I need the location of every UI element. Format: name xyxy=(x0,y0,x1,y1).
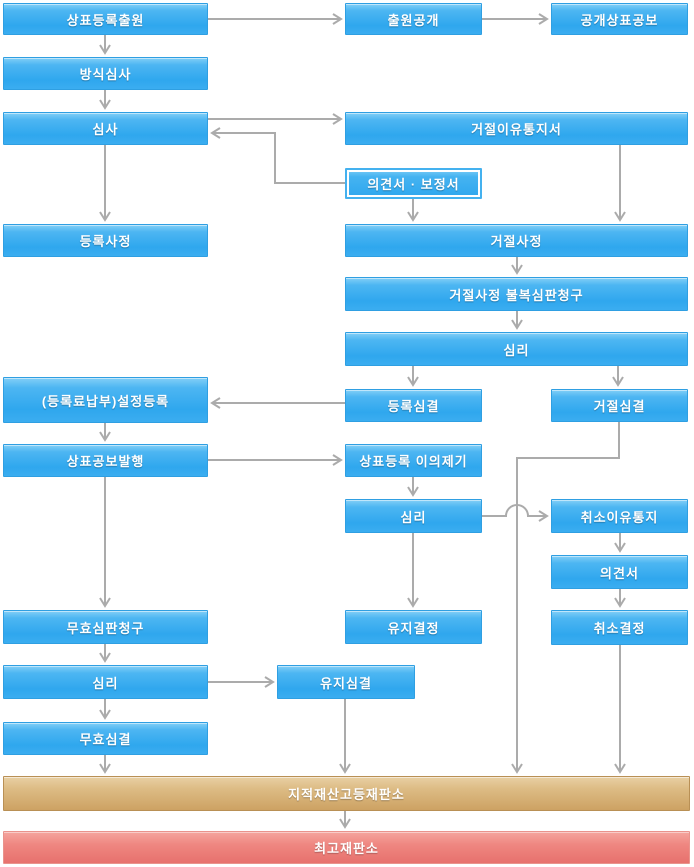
node-label: 거절사정 xyxy=(490,234,543,249)
node-label: 유지심결 xyxy=(320,675,372,691)
node-label: 거절사정 불복심판청구 xyxy=(449,287,584,303)
node-opinion-amendment: 의견서 · 보정서 xyxy=(345,168,482,199)
node-label: 최고재판소 xyxy=(314,841,379,856)
node-label: 심사 xyxy=(92,122,119,137)
node-registration-decision: 등록사정 xyxy=(3,224,208,257)
node-label: 심리 xyxy=(503,342,530,358)
node-opposition-examination: 심리 xyxy=(345,499,482,533)
node-invalidation-request: 무효심판청구 xyxy=(3,610,208,644)
node-invalidation-trial-decision: 무효심결 xyxy=(3,722,208,755)
node-label: 심리 xyxy=(400,509,427,525)
node-maintenance-trial-decision: 유지심결 xyxy=(277,665,415,699)
node-formality-examination: 방식심사 xyxy=(3,57,208,90)
node-label: 심리 xyxy=(92,675,119,691)
node-label: 출원공개 xyxy=(387,12,440,28)
node-label: 상표등록 이의제기 xyxy=(359,454,468,469)
node-label: 의견서 · 보정서 xyxy=(367,177,460,192)
node-trademark-application: 상표등록출원 xyxy=(3,3,208,35)
node-rejection-trial-decision: 거절심결 xyxy=(551,389,688,422)
node-opposition: 상표등록 이의제기 xyxy=(345,444,482,477)
node-label: 거절이유통지서 xyxy=(471,122,562,137)
node-label: 공개상표공보 xyxy=(580,12,659,28)
edge-opinion-amendment-to-examination xyxy=(210,127,345,184)
node-rejection-decision: 거절사정 xyxy=(345,224,688,257)
node-opinion: 의견서 xyxy=(551,555,688,589)
node-label: 상표공보발행 xyxy=(66,454,145,469)
node-examination: 심사 xyxy=(3,112,208,145)
edge-examination-to-cancellation-notice xyxy=(482,504,549,522)
node-gazette-publication: 상표공보발행 xyxy=(3,444,208,477)
edge-rejection-trial-to-high-court xyxy=(511,422,620,774)
node-rejection-notice: 거절이유통지서 xyxy=(345,112,688,145)
node-label: 의견서 xyxy=(600,565,639,581)
node-label: 무효심판청구 xyxy=(66,620,145,636)
node-label: 상표등록출원 xyxy=(66,12,145,28)
node-label: 등록사정 xyxy=(79,234,132,249)
node-label: (등록료납부)설정등록 xyxy=(41,393,170,409)
node-ip-high-court: 지적재산고등재판소 xyxy=(3,776,690,811)
node-label: 방식심사 xyxy=(79,67,132,82)
node-rejection-appeal: 거절사정 불복심판청구 xyxy=(345,277,688,311)
node-label: 취소결정 xyxy=(593,621,646,636)
node-cancellation-notice: 취소이유통지 xyxy=(551,499,688,533)
node-appeal-examination: 심리 xyxy=(345,332,688,366)
node-registration-trial-decision: 등록심결 xyxy=(345,389,482,422)
node-label: 지적재산고등재판소 xyxy=(288,787,405,802)
node-label: 거절심결 xyxy=(593,399,646,414)
node-supreme-court: 최고재판소 xyxy=(3,831,690,864)
node-publication-gazette: 공개상표공보 xyxy=(551,3,688,35)
node-application-publication: 출원공개 xyxy=(345,3,482,35)
node-label: 무효심결 xyxy=(79,732,132,747)
node-label: 취소이유통지 xyxy=(580,509,659,525)
node-label: 등록심결 xyxy=(387,399,440,414)
node-maintenance-decision: 유지결정 xyxy=(345,610,482,644)
node-cancellation-decision: 취소결정 xyxy=(551,610,688,645)
node-establishment-registration: (등록료납부)설정등록 xyxy=(3,377,208,423)
node-invalidation-examination: 심리 xyxy=(3,665,208,699)
node-label: 유지결정 xyxy=(387,620,440,636)
